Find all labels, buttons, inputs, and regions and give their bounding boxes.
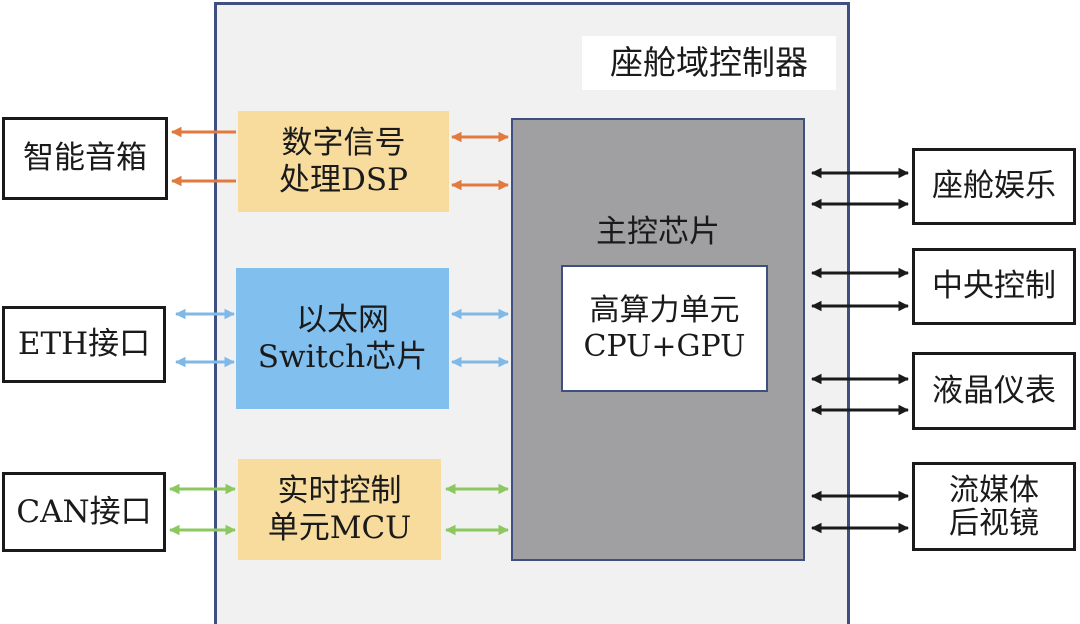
external-lcd-cluster: 液晶仪表 (912, 352, 1076, 430)
external-lcd-cluster-label: 液晶仪表 (932, 372, 1056, 409)
ethernet-switch-line1: 以太网 (296, 301, 389, 338)
main-chip-label: 主控芯片 (511, 208, 805, 256)
external-cockpit-entertainment: 座舱娱乐 (912, 148, 1076, 225)
compute-unit-line1: 高算力单元 (589, 293, 740, 329)
external-can-port: CAN接口 (2, 472, 166, 552)
external-central-control: 中央控制 (912, 248, 1076, 325)
external-eth-port: ETH接口 (2, 306, 166, 383)
external-streaming-mirror-line1: 流媒体 (949, 472, 1039, 508)
ethernet-switch-line2: Switch芯片 (257, 338, 428, 375)
external-smart-speaker-label: 智能音箱 (23, 140, 147, 177)
mcu-module: 实时控制 单元MCU (238, 459, 441, 560)
ethernet-switch-module: 以太网 Switch芯片 (236, 268, 449, 409)
mcu-module-line1: 实时控制 (277, 472, 402, 509)
external-can-port-label: CAN接口 (16, 493, 152, 530)
external-central-control-label: 中央控制 (932, 268, 1056, 305)
external-eth-port-label: ETH接口 (17, 326, 151, 363)
dsp-module: 数字信号 处理DSP (238, 111, 449, 212)
domain-controller-title: 座舱域控制器 (582, 36, 836, 90)
compute-unit-box: 高算力单元 CPU+GPU (561, 265, 768, 392)
dsp-module-line1: 数字信号 (281, 124, 406, 161)
external-smart-speaker: 智能音箱 (2, 117, 168, 200)
dsp-module-line2: 处理DSP (279, 161, 408, 198)
external-cockpit-entertainment-label: 座舱娱乐 (932, 168, 1056, 205)
external-streaming-mirror: 流媒体 后视镜 (912, 462, 1076, 551)
compute-unit-line2: CPU+GPU (583, 328, 746, 364)
external-streaming-mirror-line2: 后视镜 (949, 505, 1039, 541)
domain-controller-title-text: 座舱域控制器 (610, 42, 808, 82)
main-chip-label-text: 主控芯片 (596, 213, 720, 250)
mcu-module-line2: 单元MCU (267, 509, 412, 546)
